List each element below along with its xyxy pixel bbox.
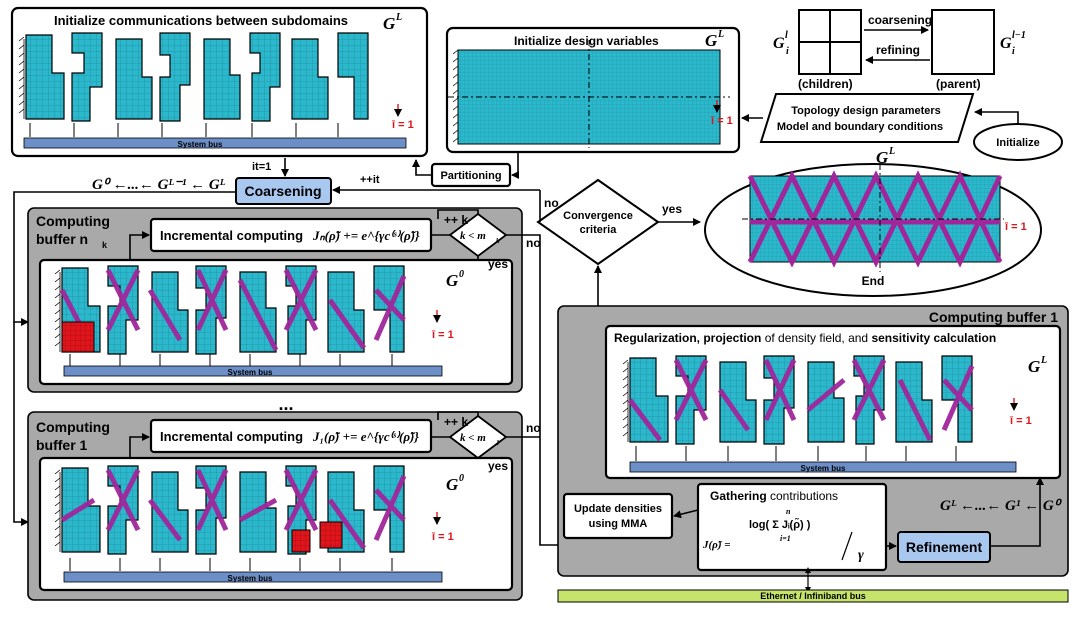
svg-text:l−1: l−1 bbox=[1012, 30, 1026, 41]
svg-text:i: i bbox=[1012, 46, 1015, 57]
partitioning-label: Partitioning bbox=[440, 170, 501, 182]
svg-text:L: L bbox=[1040, 355, 1047, 366]
ethernet-bus bbox=[557, 589, 1069, 603]
iteration-label-top: ī = 1 bbox=[391, 119, 414, 131]
convergence-line2: criteria bbox=[580, 224, 618, 236]
children-label: (children) bbox=[798, 77, 853, 91]
svg-text:L: L bbox=[395, 12, 402, 23]
convergence-no: no bbox=[544, 196, 559, 210]
master-buffer-panel bbox=[557, 305, 1069, 593]
convergence-diamond bbox=[536, 178, 660, 266]
svg-text:0: 0 bbox=[459, 473, 464, 484]
svg-text:ī = 1: ī = 1 bbox=[1009, 415, 1032, 427]
svg-text:++ k: ++ k bbox=[444, 213, 468, 227]
initialize-label: Initialize bbox=[996, 137, 1039, 149]
it-equals-one: it=1 bbox=[252, 161, 271, 173]
svg-text:no: no bbox=[526, 421, 541, 435]
svg-text:1: 1 bbox=[496, 439, 500, 447]
system-bus-label-top: System bus bbox=[178, 140, 223, 149]
svg-text:i=1: i=1 bbox=[780, 534, 791, 543]
buffer-nk-label1: Computing bbox=[36, 213, 110, 229]
svg-text:G: G bbox=[773, 35, 785, 52]
buffer-1-label2: buffer 1 bbox=[36, 437, 88, 453]
buffer-1-label1: Computing bbox=[36, 419, 110, 435]
mma-line1: Update densities bbox=[574, 503, 662, 515]
svg-text:0: 0 bbox=[459, 269, 464, 280]
grid-label-gl-top: G bbox=[383, 14, 396, 33]
svg-text:ī = 1: ī = 1 bbox=[710, 115, 733, 127]
refine-chain: Gᴸ ←...← G¹ ← G⁰ bbox=[940, 498, 1063, 514]
svg-text:k: k bbox=[496, 237, 500, 245]
svg-text:L: L bbox=[888, 146, 895, 157]
svg-text:System bus: System bus bbox=[801, 464, 846, 473]
coarsen-chain: G⁰ ←...← Gᴸ⁻¹ ← Gᴸ bbox=[92, 177, 226, 193]
ethernet-label: Ethernet / Infiniband bus bbox=[760, 591, 866, 601]
init-communications-title: Initialize communications between subdom… bbox=[54, 13, 348, 28]
svg-text:ī = 1: ī = 1 bbox=[431, 531, 454, 543]
svg-text:no: no bbox=[526, 236, 541, 250]
svg-text:G: G bbox=[876, 148, 889, 167]
design-variables-panel bbox=[445, 26, 741, 154]
svg-text:G: G bbox=[1028, 357, 1041, 376]
end-panel bbox=[704, 163, 1042, 297]
coarsening-label: Coarsening bbox=[244, 183, 321, 199]
svg-text:++ k: ++ k bbox=[444, 415, 468, 429]
gather-formula-den: γ bbox=[858, 548, 864, 563]
refinement-label: Refinement bbox=[906, 539, 983, 555]
buffer-1-panel bbox=[27, 411, 540, 601]
coarsening-box bbox=[235, 177, 332, 205]
svg-text:G: G bbox=[446, 271, 459, 290]
incremental-label-nk: Incremental computing bbox=[160, 228, 303, 243]
gather-formula-lhs: J(ρ̃) = bbox=[702, 539, 731, 551]
gather-formula-num: log( Σ Jᵢ(ρ̃) ) bbox=[749, 518, 811, 531]
svg-text:k < m: k < m bbox=[460, 230, 486, 242]
svg-text:l: l bbox=[785, 30, 788, 41]
svg-text:yes: yes bbox=[488, 459, 508, 473]
parent-label: (parent) bbox=[936, 77, 981, 91]
mma-line2: using MMA bbox=[589, 518, 648, 530]
svg-text:G: G bbox=[1000, 35, 1012, 52]
master-buffer-title: Computing buffer 1 bbox=[929, 309, 1058, 325]
buffer-nk-panel bbox=[27, 207, 699, 549]
buffers-ellipsis: ... bbox=[278, 394, 293, 414]
svg-text:G: G bbox=[446, 475, 459, 494]
svg-text:L: L bbox=[717, 29, 724, 40]
convergence-line1: Convergence bbox=[563, 210, 633, 222]
grid-hierarchy bbox=[798, 9, 995, 75]
regularization-caption: Regularization, projection of density fi… bbox=[614, 331, 996, 345]
coarsening-arrow-label: coarsening bbox=[868, 13, 932, 27]
refining-arrow-label: refining bbox=[876, 43, 920, 57]
svg-text:i: i bbox=[786, 46, 789, 57]
init-communications-panel bbox=[10, 6, 429, 158]
formula-nk: Jₙ(ρ̃) += e^{γc⁽ˢ⁾(ρ̃)} bbox=[312, 228, 420, 243]
svg-text:ī = 1: ī = 1 bbox=[431, 329, 454, 341]
svg-text:System bus: System bus bbox=[228, 368, 273, 377]
end-label: End bbox=[862, 274, 885, 288]
params-line1: Topology design parameters bbox=[791, 105, 941, 117]
svg-text:n: n bbox=[786, 507, 791, 516]
svg-text:System bus: System bus bbox=[228, 574, 273, 583]
design-variables-title: Initialize design variables bbox=[514, 34, 659, 48]
buffer-nk-label2: buffer n bbox=[36, 231, 88, 247]
gathering-title: Gathering contributions bbox=[710, 489, 838, 503]
svg-text:G: G bbox=[705, 31, 718, 50]
design-parameters-box bbox=[759, 93, 975, 143]
svg-text:k < m: k < m bbox=[460, 432, 486, 444]
increment-it: ++it bbox=[360, 174, 380, 186]
incremental-label-1: Incremental computing bbox=[160, 429, 303, 444]
convergence-yes: yes bbox=[662, 202, 682, 216]
svg-text:yes: yes bbox=[488, 257, 508, 271]
svg-text:ī = 1: ī = 1 bbox=[1004, 221, 1027, 233]
formula-1: J₁(ρ̃) += e^{γc⁽ˢ⁾(ρ̃)} bbox=[312, 429, 419, 444]
params-line2: Model and boundary conditions bbox=[777, 121, 943, 133]
svg-text:k: k bbox=[102, 240, 108, 250]
